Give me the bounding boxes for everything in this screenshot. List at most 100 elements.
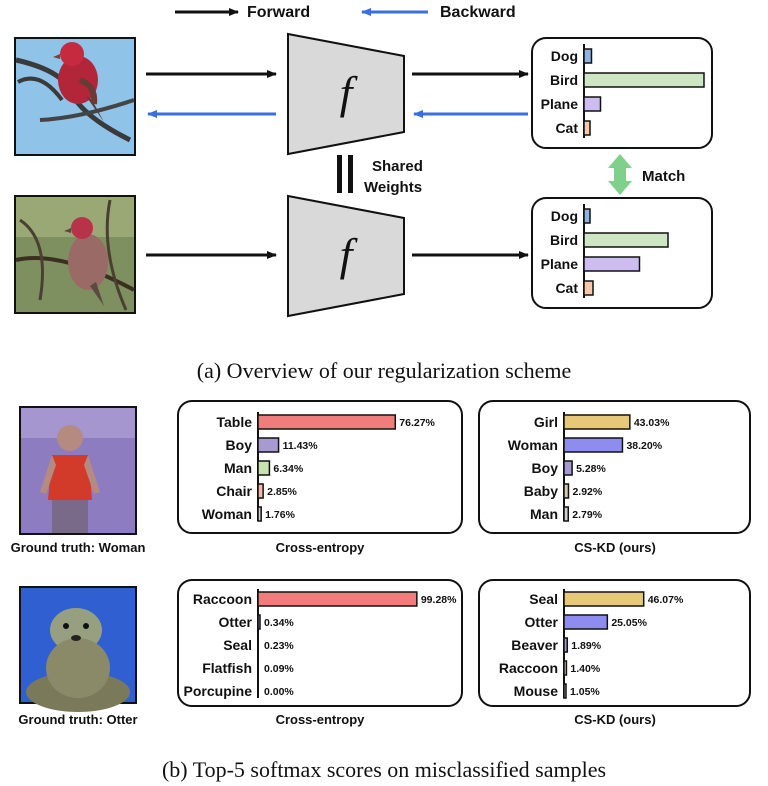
bottom-score-label-plane: Plane (541, 256, 579, 272)
otter-kd-value-4: 1.05% (570, 686, 600, 698)
shared-weights-label-line2: Weights (364, 179, 422, 196)
woman-ce-bar-1 (257, 437, 280, 453)
otter-kd-label-3: Raccoon (499, 660, 558, 676)
otter-kd-label-1: Otter (525, 614, 559, 630)
otter-kd-label-2: Beaver (511, 637, 558, 653)
top-score-bar-plane (583, 96, 602, 112)
woman-kd-box (478, 400, 751, 534)
woman-kd-value-4: 2.79% (572, 509, 602, 521)
otter-ce-bar-0 (257, 591, 418, 607)
top-score-label-cat: Cat (555, 120, 578, 136)
woman-kd-value-2: 5.28% (576, 463, 606, 475)
top-score-label-dog: Dog (551, 48, 578, 64)
top-score-bar-bird (583, 72, 705, 88)
ground-truth-otter: Ground truth: Otter (18, 712, 137, 727)
otter-ce-label-1: Otter (219, 614, 253, 630)
top-score-bar-cat (583, 120, 591, 136)
overview-caption: (a) Overview of our regularization schem… (197, 358, 571, 383)
top-score-label-plane: Plane (541, 96, 579, 112)
woman-ce-label-0: Table (216, 414, 252, 430)
top-score-box (531, 37, 713, 149)
otter-kd-bar-1 (563, 614, 609, 630)
otter-ce-bar-1 (257, 614, 261, 630)
otter-kd-value-1: 25.05% (611, 617, 647, 629)
otter-ce-label-4: Porcupine (184, 683, 253, 699)
forward-legend-label: Forward (247, 4, 310, 21)
woman-kd-value-3: 2.92% (572, 486, 602, 498)
woman-ce-bar-4 (257, 506, 262, 522)
top-score-bar-dog (583, 48, 593, 64)
bottom-bird-image (14, 195, 136, 314)
bottom-score-bar-plane (583, 256, 641, 272)
woman-kd-label-4: Man (530, 506, 558, 522)
otter-kd-value-2: 1.89% (571, 640, 601, 652)
woman-kd-bar-4 (563, 506, 570, 522)
otter-ce-label-3: Flatfish (202, 660, 252, 676)
bottom-score-bar-cat (583, 280, 594, 296)
otter-kd-box (478, 579, 751, 707)
woman-kd-label-2: Boy (532, 460, 559, 476)
match-arrow (608, 154, 632, 195)
woman-ce-bar-0 (257, 414, 397, 430)
otter-kd-value-0: 46.07% (648, 594, 684, 606)
woman-kd-value-1: 38.20% (626, 440, 662, 452)
woman-kd-label-1: Woman (508, 437, 558, 453)
woman-ce-bar-2 (257, 460, 271, 476)
otter-ce-label-0: Raccoon (193, 591, 252, 607)
ground-truth-woman: Ground truth: Woman (11, 540, 146, 555)
otter-kd-title: CS-KD (ours) (574, 712, 656, 727)
otter-ce-box (177, 579, 463, 707)
bottom-score-bar-bird (583, 232, 669, 248)
network-top: f (287, 32, 405, 156)
otter-kd-label-4: Mouse (514, 683, 559, 699)
bottom-score-label-dog: Dog (551, 208, 578, 224)
woman-ce-value-0: 76.27% (399, 417, 435, 429)
otter-sample-image (19, 586, 137, 712)
woman-ce-value-2: 6.34% (273, 463, 303, 475)
bottom-score-bar-dog (583, 208, 591, 224)
bottom-score-box (531, 197, 713, 309)
bottom-score-label-bird: Bird (550, 232, 578, 248)
otter-kd-bar-4 (563, 683, 567, 699)
woman-ce-value-4: 1.76% (265, 509, 295, 521)
backward-legend-label: Backward (440, 4, 516, 21)
woman-ce-value-1: 11.43% (283, 440, 319, 452)
match-label: Match (642, 168, 685, 185)
otter-ce-value-0: 99.28% (421, 594, 457, 606)
woman-kd-label-0: Girl (534, 414, 558, 430)
woman-ce-box (177, 400, 463, 534)
shared-weights-symbol (337, 155, 353, 193)
woman-ce-title: Cross-entropy (276, 540, 366, 555)
woman-ce-label-3: Chair (216, 483, 252, 499)
otter-kd-value-3: 1.40% (570, 663, 600, 675)
top-score-label-bird: Bird (550, 72, 578, 88)
woman-sample-image (19, 406, 137, 535)
shared-weights-label-line1: Shared (372, 158, 423, 175)
network-bottom: f (287, 194, 405, 318)
otter-kd-label-0: Seal (529, 591, 558, 607)
otter-ce-label-2: Seal (223, 637, 252, 653)
bottom-score-label-cat: Cat (555, 280, 578, 296)
otter-ce-value-4: 0.00% (264, 686, 294, 698)
otter-ce-value-2: 0.23% (264, 640, 294, 652)
woman-ce-label-4: Woman (202, 506, 252, 522)
woman-ce-label-2: Man (224, 460, 252, 476)
otter-ce-value-1: 0.34% (264, 617, 294, 629)
woman-ce-label-1: Boy (226, 437, 253, 453)
woman-kd-title: CS-KD (ours) (574, 540, 656, 555)
woman-kd-bar-1 (563, 437, 624, 453)
otter-ce-title: Cross-entropy (276, 712, 366, 727)
woman-kd-value-0: 43.03% (634, 417, 670, 429)
otter-kd-bar-3 (563, 660, 568, 676)
otter-kd-bar-0 (563, 591, 645, 607)
woman-kd-bar-0 (563, 414, 631, 430)
woman-kd-bar-3 (563, 483, 570, 499)
woman-ce-value-3: 2.85% (267, 486, 297, 498)
otter-kd-bar-2 (563, 637, 569, 653)
otter-ce-value-3: 0.09% (264, 663, 294, 675)
top-bird-image (14, 37, 136, 156)
woman-kd-label-3: Baby (524, 483, 558, 499)
bottom-caption: (b) Top-5 softmax scores on misclassifie… (162, 757, 606, 782)
woman-ce-bar-3 (257, 483, 264, 499)
